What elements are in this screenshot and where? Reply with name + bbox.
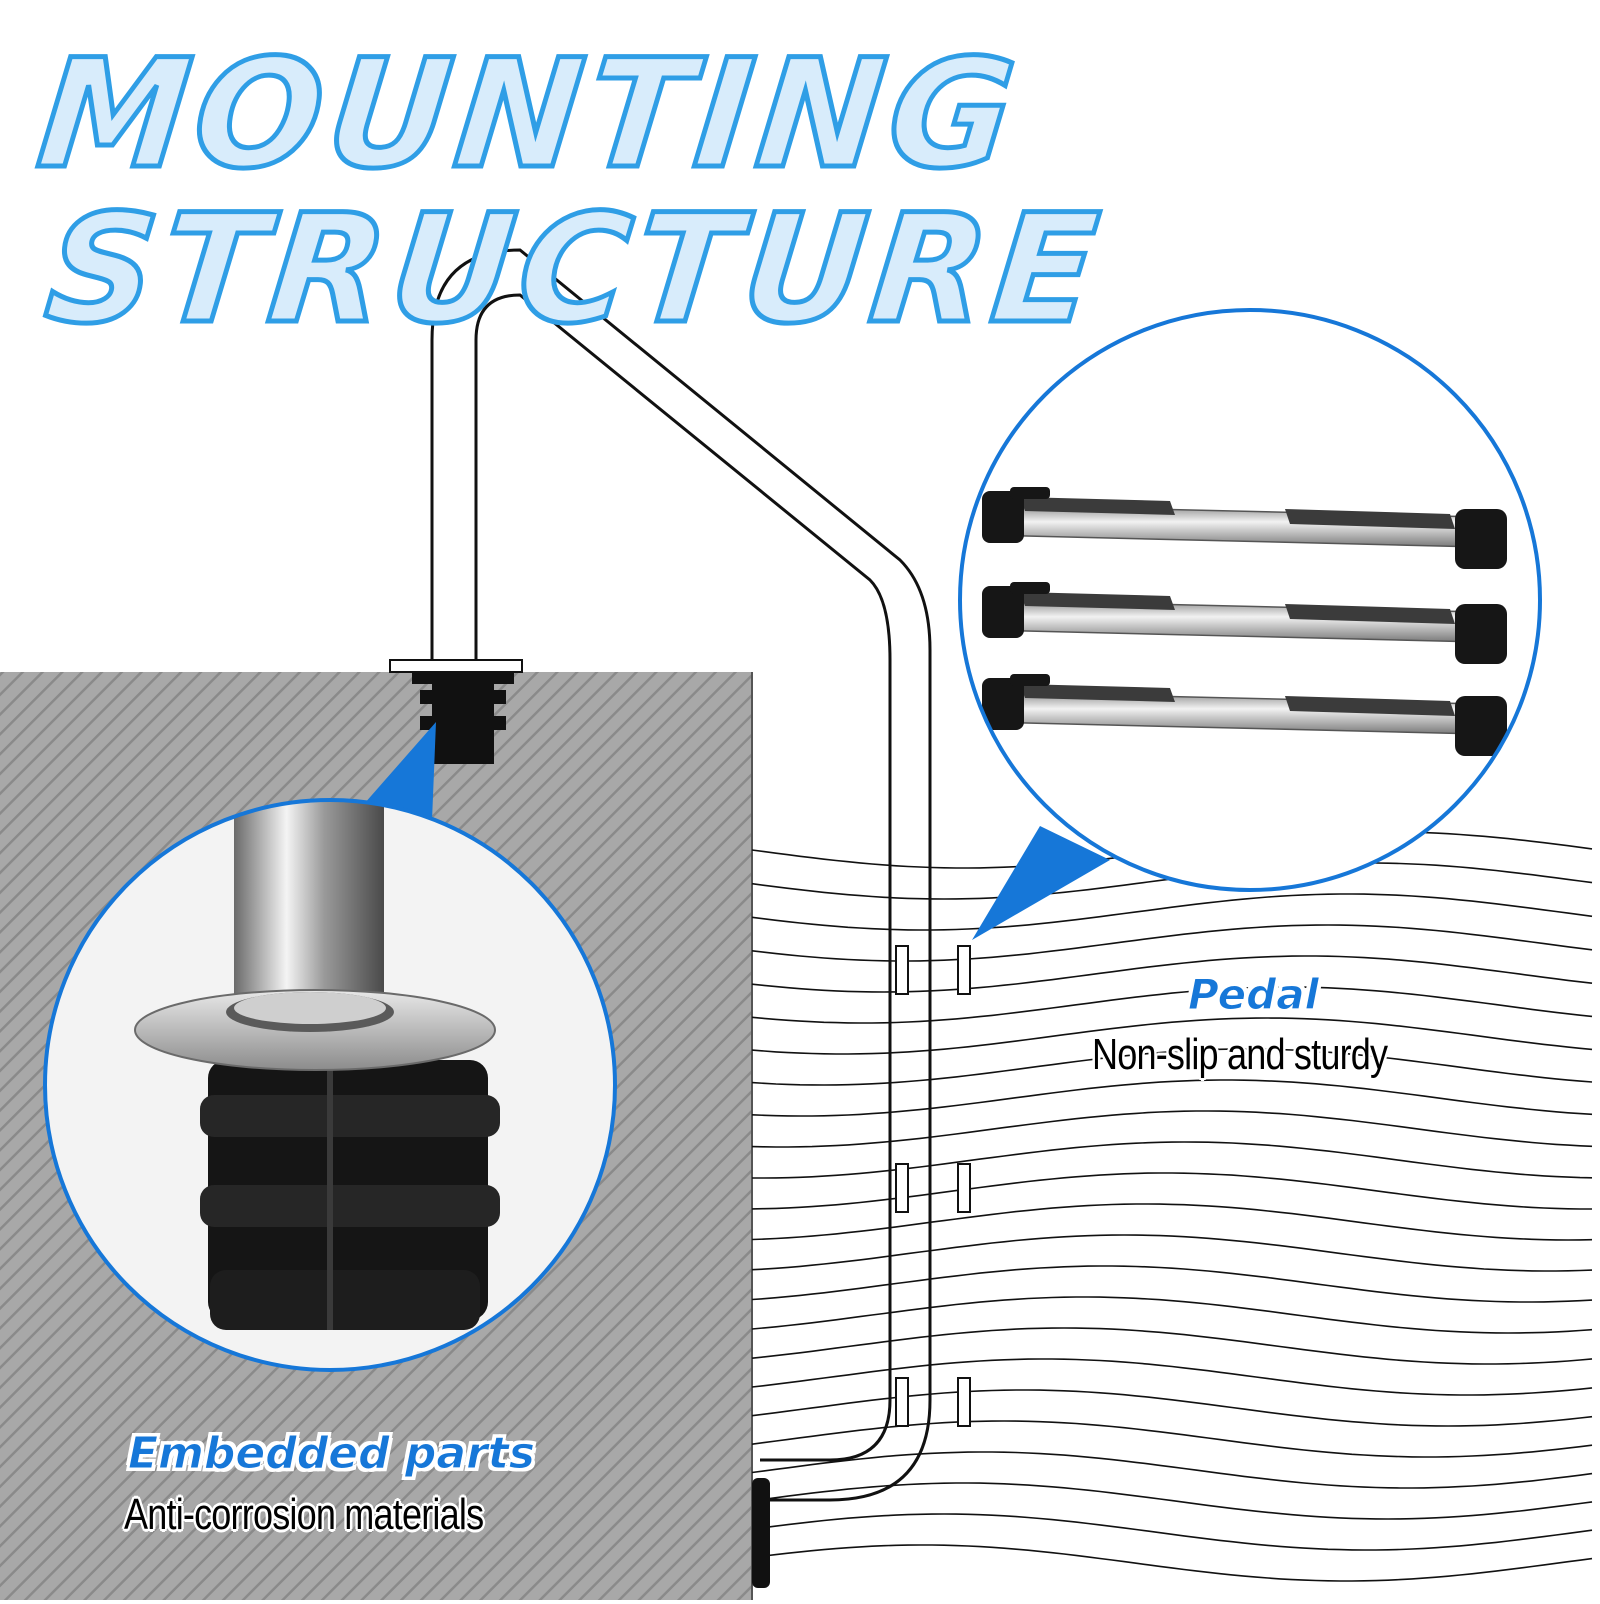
- embedded-detail-circle: [43, 798, 617, 1372]
- water-line: [751, 1451, 1593, 1489]
- water-line: [751, 1389, 1593, 1427]
- water-line: [751, 1420, 1593, 1458]
- water-line: [751, 1544, 1593, 1582]
- water-line: [751, 1296, 1593, 1334]
- pedal-callout-pointer: [972, 826, 1110, 940]
- pedal-description: Non-slip and sturdy: [1092, 1030, 1388, 1079]
- water-line: [751, 1482, 1593, 1520]
- water-line: [752, 1141, 1593, 1179]
- water-line: [751, 1513, 1593, 1551]
- water-line: [751, 1327, 1593, 1365]
- pedal-tread: [982, 582, 1507, 664]
- bottom-bumper: [752, 1478, 770, 1588]
- pedal-step-icon: [982, 487, 1507, 756]
- water-line: [751, 1358, 1593, 1396]
- water-line: [751, 1048, 1593, 1086]
- water-line: [751, 1110, 1593, 1148]
- water-lines: [751, 831, 1593, 1582]
- water-line: [751, 1017, 1593, 1055]
- water-line: [751, 955, 1593, 993]
- water-line: [751, 1265, 1593, 1303]
- step-brackets: [895, 945, 971, 1427]
- water-line: [751, 1234, 1593, 1272]
- pedal-tread: [982, 487, 1507, 569]
- handrail: [430, 248, 932, 1502]
- water-line: [751, 1203, 1593, 1241]
- water-line: [751, 893, 1593, 931]
- embedded-parts-description: Anti-corrosion materials: [124, 1490, 484, 1539]
- embedded-anchor-icon: [389, 659, 523, 764]
- water-line: [751, 1172, 1592, 1210]
- pedal-heading: Pedal: [1188, 970, 1320, 1020]
- title-line-1: MOUNTING: [28, 26, 1030, 205]
- title-line-2: STRUCTURE: [36, 181, 1113, 360]
- water-line: [751, 924, 1593, 962]
- embedded-parts-heading: Embedded parts: [128, 1428, 536, 1480]
- pedal-tread: [982, 674, 1507, 756]
- water-line: [751, 1079, 1593, 1117]
- pedal-detail-circle: [958, 308, 1542, 892]
- water-line: [751, 986, 1593, 1024]
